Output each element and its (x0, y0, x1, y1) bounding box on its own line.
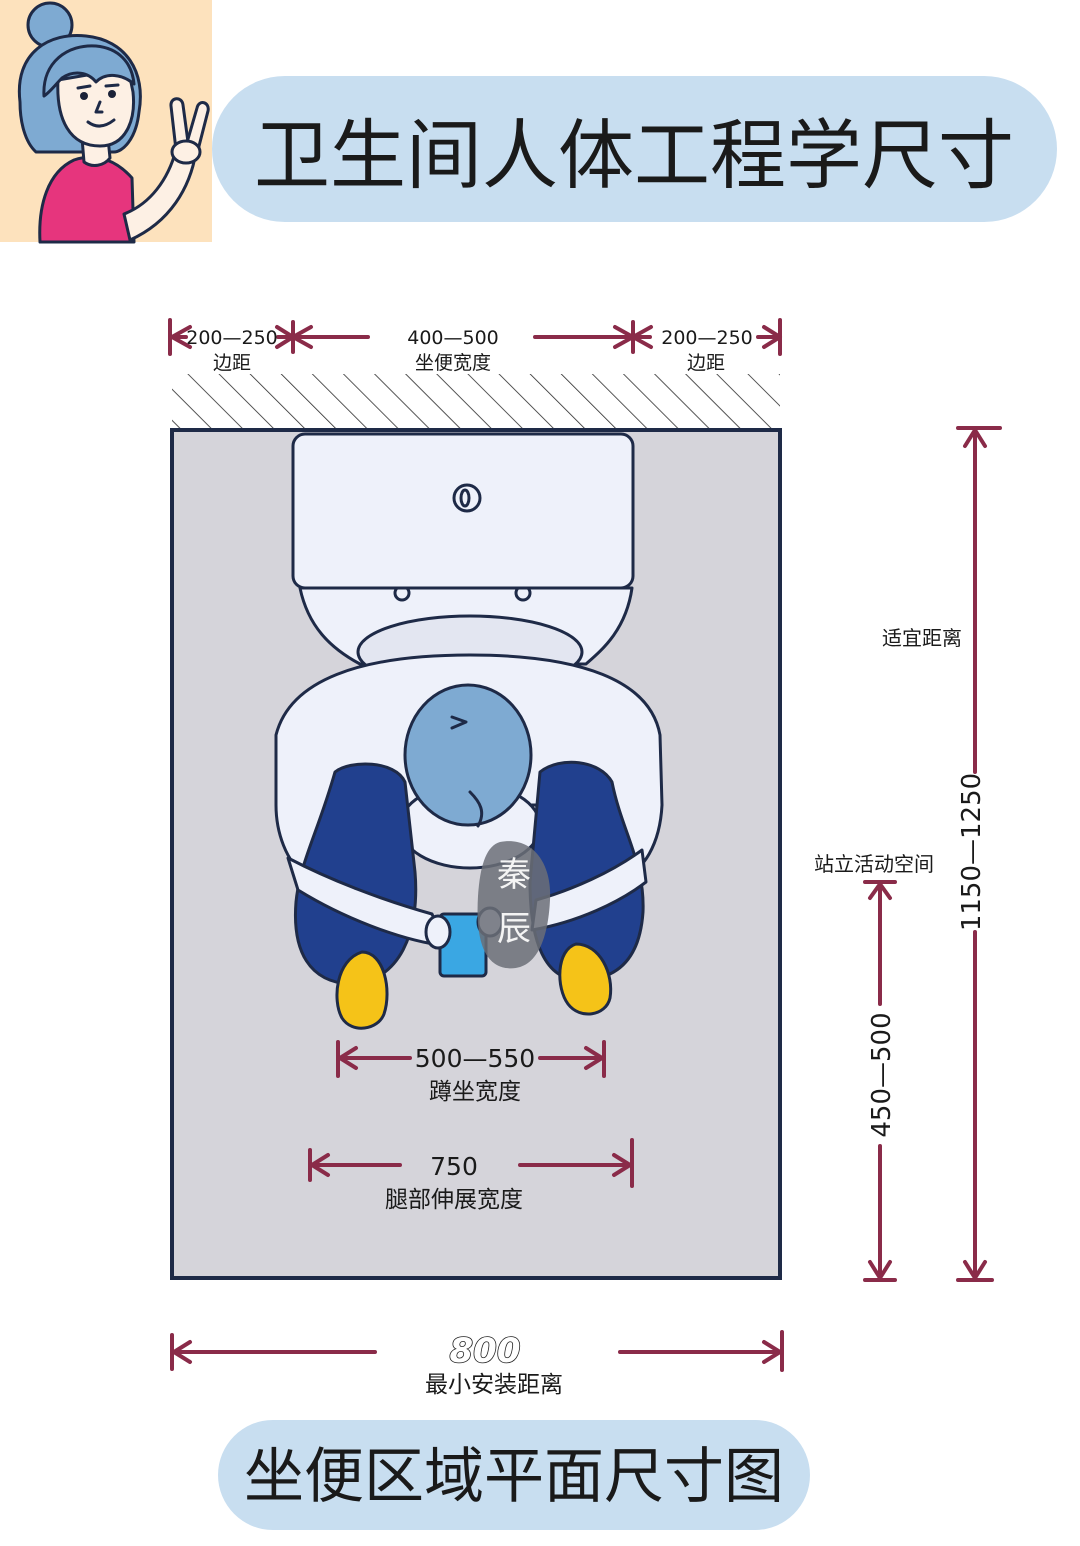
person-head (403, 683, 533, 827)
seal-char-2: 辰 (497, 909, 531, 949)
dim-toilet-width-label: 坐便宽度 (415, 352, 491, 374)
seal-char-1: 秦 (497, 855, 531, 895)
person-left-shoe (335, 950, 389, 1030)
dim-standing-space-value: 450—500 (867, 1012, 897, 1137)
subtitle-banner: 坐便区域平面尺寸图 (218, 1420, 810, 1530)
dim-min-install-label: 最小安装距离 (425, 1372, 563, 1398)
dim-squat-width-label: 蹲坐宽度 (429, 1079, 521, 1105)
dim-toilet-width-value: 400—500 (407, 327, 499, 349)
dim-leg-width-arrow (308, 1138, 634, 1188)
squat-width-dimension: 500—550 蹲坐宽度 (336, 1040, 606, 1105)
leg-width-dimension: 750 腿部伸展宽度 (308, 1138, 634, 1213)
girl-illustration (0, 0, 212, 244)
dim-min-install-arrow (170, 1330, 784, 1372)
dim-toilet-width-arrow (291, 320, 635, 354)
girl-finger-index (169, 97, 190, 152)
dim-leg-width-label: 腿部伸展宽度 (385, 1187, 523, 1213)
title-banner: 卫生间人体工程学尺寸 (212, 76, 1057, 222)
person-left-hand (424, 914, 452, 950)
subtitle-pill (218, 1420, 810, 1530)
suitable-distance-dimension: 适宜距离 1150—1250 (882, 426, 1002, 1282)
dim-side-left-value: 200—250 (186, 327, 278, 349)
dim-suitable-distance-label: 适宜距离 (882, 626, 962, 650)
flush-button-inner (459, 488, 471, 508)
dim-standing-space-label: 站立活动空间 (814, 852, 934, 876)
girl-smile (86, 118, 116, 128)
standing-space-dimension: 站立活动空间 450—500 (814, 852, 934, 1282)
person-ear-mark (450, 715, 468, 730)
dim-standing-space-arrow (863, 880, 897, 1282)
dim-side-right-arrow (631, 318, 782, 356)
min-install-dimension: 800 最小安装距离 (170, 1330, 784, 1398)
dim-side-right-value: 200—250 (661, 327, 753, 349)
person-right-shoe (558, 942, 613, 1016)
page-title: 卫生间人体工程学尺寸 (254, 111, 1014, 200)
dim-leg-width-value: 750 (430, 1152, 478, 1181)
girl-eye-right (108, 90, 116, 98)
girl-finger-middle (184, 101, 210, 152)
seated-person (274, 653, 664, 1030)
flush-button-icon (452, 483, 482, 513)
seal-stamp (477, 841, 551, 969)
dim-side-right-label: 边距 (687, 352, 725, 374)
wall-hatch (172, 374, 780, 430)
girl-shirt (38, 155, 136, 244)
girl-eyebrows (76, 83, 120, 90)
toilet (291, 432, 635, 690)
dim-suitable-distance-arrow (956, 426, 1002, 1282)
dim-side-left-label: 边距 (213, 352, 251, 374)
seal-watermark: 秦 辰 (477, 841, 551, 969)
person-hair-swirl (468, 790, 484, 828)
dim-side-left-arrow (168, 318, 295, 356)
title-pill (212, 76, 1057, 222)
dim-squat-width-value: 500—550 (415, 1044, 535, 1073)
girl-eye-left (80, 92, 88, 100)
dim-suitable-distance-value: 1150—1250 (957, 773, 987, 931)
page-subtitle: 坐便区域平面尺寸图 (244, 1442, 784, 1512)
dim-squat-width-arrow (336, 1040, 606, 1078)
girl-fist (170, 139, 202, 165)
top-dimension-line: 200—250 边距 400—500 坐便宽度 200—250 边距 (168, 318, 782, 374)
dim-min-install-value: 800 (450, 1331, 521, 1371)
girl-nose (94, 100, 104, 114)
girl-bangs (42, 44, 136, 98)
